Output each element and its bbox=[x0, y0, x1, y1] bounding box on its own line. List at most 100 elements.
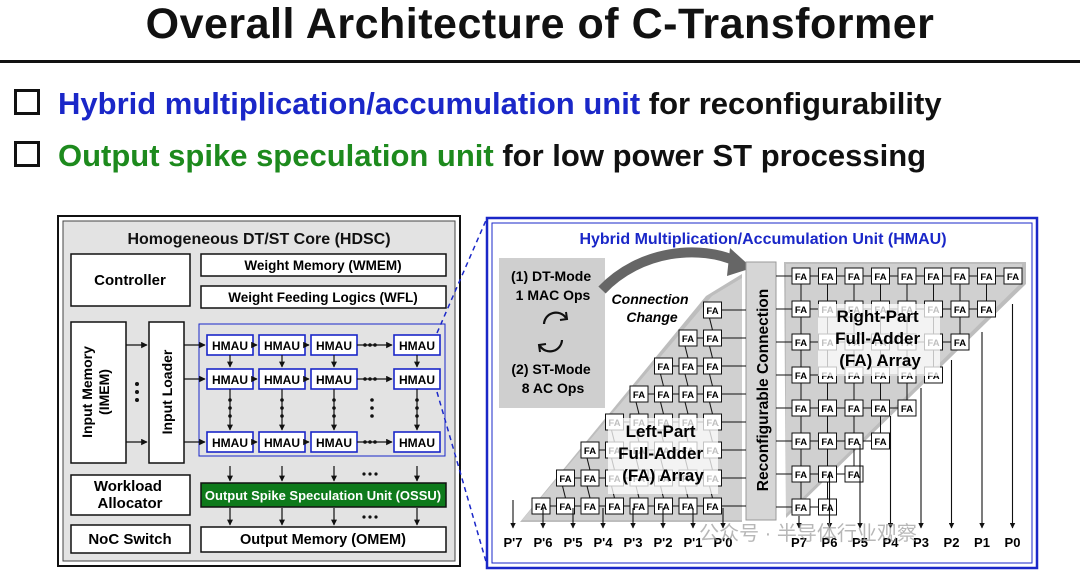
core-dataflow-arrows bbox=[227, 466, 420, 526]
output-bit-label: P6 bbox=[822, 535, 838, 550]
workload-label: Workload Allocator bbox=[94, 478, 166, 512]
zoom-line-top bbox=[436, 217, 488, 334]
watermark: 公众号 · 半导体行业观察 bbox=[699, 522, 917, 545]
fa-cell bbox=[818, 498, 837, 516]
fa-cell-label: FA bbox=[954, 272, 966, 283]
output-bit-label: P'5 bbox=[564, 535, 583, 550]
imem-box bbox=[70, 321, 127, 464]
connection-change-label: Connection Change bbox=[612, 291, 693, 325]
ossu-label: Output Spike Speculation Unit (OSSU) bbox=[205, 488, 441, 503]
fa-cell-label: FA bbox=[848, 437, 860, 448]
hmau-panel-title: Hybrid Multiplication/Accumulation Unit … bbox=[579, 231, 946, 248]
fa-cell-label: FA bbox=[706, 334, 718, 345]
left-array-label: Left-Part Full-Adder (FA) Array bbox=[618, 422, 708, 485]
wmem-box bbox=[200, 253, 447, 277]
hmau-cell-label: HMAU bbox=[399, 436, 435, 450]
output-bit-label: P'0 bbox=[714, 535, 733, 550]
fa-cell-label: FA bbox=[821, 404, 833, 415]
fa-cell-label: FA bbox=[874, 272, 886, 283]
output-bit-label: P0 bbox=[1005, 535, 1021, 550]
fa-cell bbox=[1003, 267, 1023, 285]
slide-title: Overall Architecture of C-Transformer bbox=[145, 0, 935, 48]
workload-allocator-box bbox=[70, 474, 191, 516]
reconfig-label: Reconfigurable Connection bbox=[755, 289, 772, 491]
hmau-cell-label: HMAU bbox=[399, 373, 435, 387]
fa-cell bbox=[977, 300, 996, 318]
controller-box bbox=[70, 253, 191, 307]
fa-cell-label: FA bbox=[559, 474, 571, 485]
noc-label: NoC Switch bbox=[88, 531, 171, 548]
fa-cell-label: FA bbox=[682, 334, 694, 345]
title-rule bbox=[0, 60, 1080, 63]
fa-cell-label: FA bbox=[682, 362, 694, 373]
hdsc-title: Homogeneous DT/ST Core (HDSC) bbox=[127, 231, 390, 248]
bullet-rest: for low power ST processing bbox=[493, 138, 927, 173]
reconfig-connection-bar bbox=[745, 261, 777, 521]
fa-cell-label: FA bbox=[795, 272, 807, 283]
hmau-cell-label: HMAU bbox=[399, 339, 435, 353]
fa-cell-label: FA bbox=[874, 371, 886, 382]
fa-cell-label: FA bbox=[821, 437, 833, 448]
bullet-hmau: Hybrid multiplication/accumulation unit … bbox=[14, 86, 942, 122]
controller-label: Controller bbox=[94, 272, 166, 289]
hmau-cell-label: HMAU bbox=[212, 339, 248, 353]
hmau-cell-label: HMAU bbox=[212, 373, 248, 387]
wfl-label: Weight Feeding Logics (WFL) bbox=[228, 290, 417, 305]
fa-cell-label: FA bbox=[848, 470, 860, 481]
fa-cell bbox=[950, 333, 970, 351]
zoom-line-bottom bbox=[436, 391, 488, 566]
mode-box bbox=[499, 258, 605, 408]
hmau-array-frame bbox=[198, 323, 446, 457]
fa-cell-label: FA bbox=[901, 404, 913, 415]
output-bit-label: P2 bbox=[944, 535, 960, 550]
input-loader-label: Input Loader bbox=[159, 349, 175, 434]
st-mode-label: (2) ST-Mode 8 AC Ops bbox=[511, 361, 594, 396]
fa-cell-label: FA bbox=[927, 371, 939, 382]
fa-cell-label: FA bbox=[901, 371, 913, 382]
hmau-cell-label: HMAU bbox=[264, 373, 300, 387]
fa-cell-label: FA bbox=[682, 390, 694, 401]
fa-cell-label: FA bbox=[795, 470, 807, 481]
fa-cell-label: FA bbox=[657, 502, 669, 513]
fa-cell-label: FA bbox=[682, 502, 694, 513]
fa-cell-label: FA bbox=[633, 502, 645, 513]
output-bit-label: P5 bbox=[852, 535, 868, 550]
fa-cell-label: FA bbox=[954, 305, 966, 316]
fa-cell-label: FA bbox=[657, 362, 669, 373]
fa-cell-label: FA bbox=[821, 470, 833, 481]
fa-cell-label: FA bbox=[821, 503, 833, 514]
fa-cell-label: FA bbox=[608, 502, 620, 513]
fa-cell-label: FA bbox=[706, 502, 718, 513]
bullet-highlight: Output spike speculation unit bbox=[58, 138, 494, 173]
fa-cell-label: FA bbox=[633, 390, 645, 401]
fa-cell-label: FA bbox=[954, 338, 966, 349]
fa-cell-label: FA bbox=[795, 338, 807, 349]
wfl-box bbox=[200, 285, 447, 309]
output-bit-label: P'1 bbox=[684, 535, 703, 550]
connection-change-arrow bbox=[598, 247, 741, 294]
fa-cell-label: FA bbox=[584, 446, 596, 457]
fa-cell-label: FA bbox=[584, 502, 596, 513]
fa-cell-label: FA bbox=[657, 390, 669, 401]
output-bit-label: P'3 bbox=[624, 535, 643, 550]
fa-cell bbox=[844, 465, 864, 483]
fa-cell-label: FA bbox=[874, 404, 886, 415]
fa-cell-label: FA bbox=[795, 503, 807, 514]
checkbox-icon bbox=[14, 89, 40, 115]
dt-mode-label: (1) DT-Mode 1 MAC Ops bbox=[511, 268, 595, 303]
wmem-label: Weight Memory (WMEM) bbox=[244, 258, 401, 273]
omem-box bbox=[200, 526, 447, 553]
hmau-cell-label: HMAU bbox=[316, 436, 352, 450]
fa-cell-label: FA bbox=[706, 362, 718, 373]
fa-cell-label: FA bbox=[795, 404, 807, 415]
fa-cell-label: FA bbox=[980, 272, 992, 283]
hmau-cell-label: HMAU bbox=[212, 436, 248, 450]
input-loader-box bbox=[148, 321, 185, 464]
hmau-cell-label: HMAU bbox=[264, 339, 300, 353]
output-bit-label: P3 bbox=[913, 535, 929, 550]
bullet-highlight: Hybrid multiplication/accumulation unit bbox=[58, 86, 641, 121]
fa-cell-label: FA bbox=[535, 502, 547, 513]
fa-cell-label: FA bbox=[874, 437, 886, 448]
fa-cell-label: FA bbox=[821, 272, 833, 283]
